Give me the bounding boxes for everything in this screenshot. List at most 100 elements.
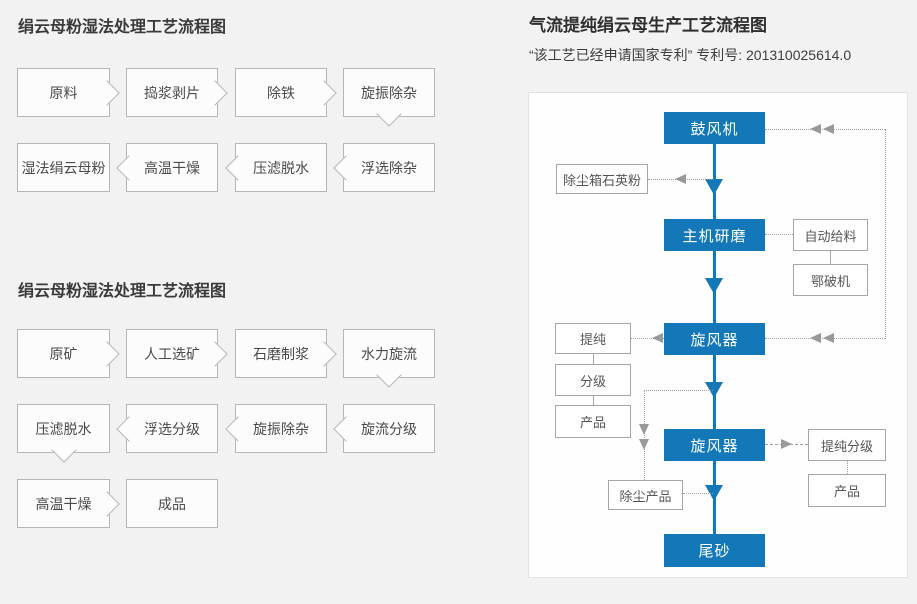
node-label: 产品 <box>833 484 860 499</box>
step-label: 原矿 <box>49 345 78 362</box>
arrow-left-icon <box>652 333 663 343</box>
chevron-left-icon <box>333 415 359 442</box>
patent-number: 专利号: 201310025614.0 <box>696 47 852 63</box>
chart2-step-cyclone-grading: 旋流分级 <box>333 404 435 453</box>
chart1-step-vibration-impurity-removal: 旋振除杂 <box>343 68 435 127</box>
node-tailings: 尾砂 <box>664 534 765 567</box>
node-label: 旋风器 <box>690 437 739 455</box>
step-label: 压滤脱水 <box>35 420 92 437</box>
chart2-step-stone-mill-pulping: 石磨制浆 <box>235 329 337 378</box>
arrow-left-icon <box>810 333 821 343</box>
chevron-right-icon <box>202 340 228 367</box>
chart2-title: 绢云母粉湿法处理工艺流程图 <box>18 283 227 300</box>
chart2-step-vibration-impurity-removal: 旋振除杂 <box>225 404 327 453</box>
connector-purify-classify <box>593 354 594 364</box>
arrow-down-icon <box>705 485 723 501</box>
arrow-left-icon <box>823 124 834 134</box>
chart3-subtitle: “该工艺已经申请国家专利” 专利号: 201310025614.0 <box>529 47 851 64</box>
connector-purify <box>631 338 664 339</box>
node-classify: 分级 <box>555 364 631 396</box>
node-dust-box-quartz: 除尘箱石英粉 <box>556 164 648 194</box>
node-jaw-crusher: 鄂破机 <box>793 264 868 296</box>
arrow-down-icon <box>705 382 723 398</box>
step-label: 浮选分级 <box>144 420 200 437</box>
node-auto-feeder: 自动给料 <box>793 219 868 251</box>
step-label: 捣浆剥片 <box>144 84 200 101</box>
arrow-down-icon <box>639 424 649 435</box>
chevron-right-icon <box>94 79 120 106</box>
connector-dust-product-out <box>683 493 713 494</box>
node-label: 提纯 <box>579 332 606 347</box>
node-product-right: 产品 <box>808 474 886 507</box>
step-label: 湿法绢云母粉 <box>21 159 106 176</box>
arrow-left-icon <box>675 174 686 184</box>
patent-quote: “该工艺已经申请国家专利” <box>529 47 693 63</box>
step-label: 压滤脱水 <box>253 159 309 176</box>
node-label: 除尘产品 <box>619 488 672 504</box>
step-label: 石磨制浆 <box>253 345 309 362</box>
chevron-right-icon <box>311 79 337 106</box>
arrow-down-icon <box>705 179 723 195</box>
connector-return-vertical <box>885 129 886 339</box>
node-label: 尾砂 <box>698 543 731 560</box>
node-label: 产品 <box>579 415 606 430</box>
arrow-left-icon <box>810 124 821 134</box>
chart1-step-press-dewatering: 压滤脱水 <box>225 143 327 192</box>
connector-pc-product <box>847 461 848 474</box>
arrow-left-icon <box>823 333 834 343</box>
arrow-right-icon <box>781 439 792 449</box>
chevron-down-icon <box>376 362 402 388</box>
chart2-step-manual-ore-sorting: 人工选矿 <box>126 329 228 378</box>
chart1-step-wet-sericite-powder: 湿法绢云母粉 <box>17 143 110 192</box>
node-label: 分级 <box>579 373 606 389</box>
node-label: 主机研磨 <box>682 227 747 245</box>
node-blower: 鼓风机 <box>664 112 765 144</box>
chevron-left-icon <box>225 415 251 442</box>
chevron-left-icon <box>116 154 142 181</box>
node-label: 自动给料 <box>804 228 857 244</box>
connector-branch-horizontal <box>644 390 713 391</box>
chevron-right-icon <box>311 340 337 367</box>
step-label: 除铁 <box>267 84 295 101</box>
chart1-step-raw-material: 原料 <box>17 68 120 117</box>
chevron-right-icon <box>94 490 120 517</box>
chart1-step-high-temp-drying: 高温干燥 <box>116 143 218 192</box>
chart3-title: 气流提纯绢云母生产工艺流程图 <box>529 16 767 35</box>
node-product-left: 产品 <box>555 405 631 438</box>
node-label: 旋风器 <box>690 331 739 349</box>
chart1-title: 绢云母粉湿法处理工艺流程图 <box>18 19 227 36</box>
step-label: 旋振除杂 <box>361 84 417 101</box>
process-diagram-panel: 鼓风机 主机研磨 旋风器 旋风器 尾砂 除尘箱石英粉 自动给料 鄂破机 提纯 分… <box>528 92 908 578</box>
connector-classify-product <box>593 396 594 405</box>
chevron-down-icon <box>50 437 77 463</box>
step-label: 高温干燥 <box>35 495 92 512</box>
step-label: 旋振除杂 <box>253 420 309 437</box>
step-label: 水力旋流 <box>361 345 417 362</box>
node-label: 提纯分级 <box>820 438 873 454</box>
chart1-step-iron-removal: 除铁 <box>235 68 337 117</box>
node-cyclone-1: 旋风器 <box>664 323 765 355</box>
chart1-step-flotation-impurity-removal: 浮选除杂 <box>333 143 435 192</box>
chart2-step-finished-product: 成品 <box>126 479 218 528</box>
node-label: 鼓风机 <box>690 120 739 138</box>
chevron-down-icon <box>376 101 402 127</box>
chevron-right-icon <box>94 340 120 367</box>
arrow-down-icon <box>705 278 723 294</box>
node-purify: 提纯 <box>555 323 631 354</box>
node-purify-classify: 提纯分级 <box>808 429 886 461</box>
chart2-step-press-dewatering: 压滤脱水 <box>17 404 110 463</box>
node-cyclone-2: 旋风器 <box>664 429 765 461</box>
step-label: 浮选除杂 <box>361 159 417 176</box>
chart1-step-pulping-peeling: 捣浆剥片 <box>126 68 228 117</box>
node-label: 鄂破机 <box>810 273 850 289</box>
arrow-down-icon <box>639 439 649 450</box>
chart2-step-high-temp-drying: 高温干燥 <box>17 479 120 528</box>
step-label: 旋流分级 <box>361 420 417 437</box>
step-label: 原料 <box>49 84 78 101</box>
step-label: 高温干燥 <box>144 159 200 176</box>
chart2-step-flotation-grading: 浮选分级 <box>116 404 218 453</box>
chevron-left-icon <box>225 154 251 181</box>
chart2-step-raw-ore: 原矿 <box>17 329 120 378</box>
connector-branch-vertical <box>644 390 645 480</box>
